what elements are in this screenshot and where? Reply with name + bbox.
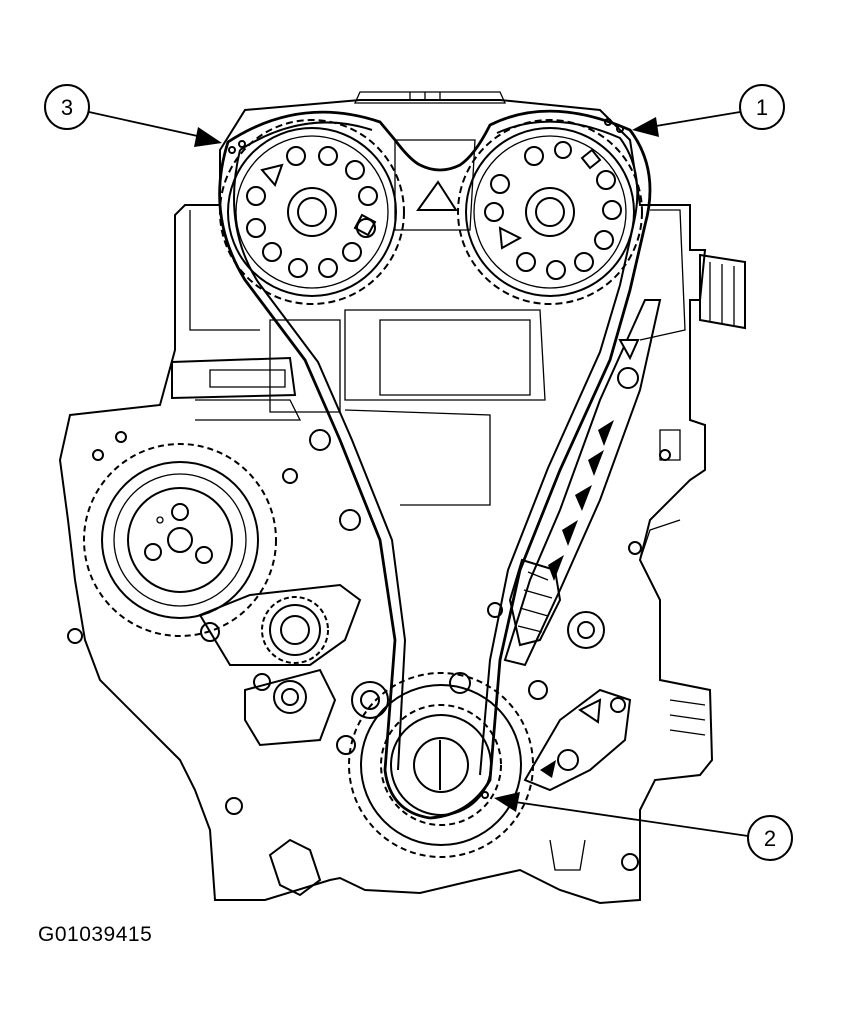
callout-3-circle xyxy=(44,84,90,130)
callout-2-circle xyxy=(747,815,793,861)
callout-2-label: 2 xyxy=(764,826,776,851)
callout-3-leader xyxy=(88,111,203,138)
callout-3: 3 xyxy=(44,84,246,154)
callout-2: 2 xyxy=(481,791,793,861)
callout-1-arrow xyxy=(632,117,659,137)
engine-block xyxy=(58,91,746,905)
timing-belt xyxy=(218,109,652,820)
callout-1: 1 xyxy=(604,84,785,137)
callout-3-arrow xyxy=(194,127,222,147)
figure-id: G01039415 xyxy=(38,923,153,946)
callout-1-leader xyxy=(649,111,741,128)
callout-1-circle xyxy=(739,84,785,130)
callout-3-label: 3 xyxy=(61,95,73,120)
belt-guide-rail xyxy=(503,299,662,792)
callout-1-label: 1 xyxy=(756,95,768,120)
left-camshaft-sprocket xyxy=(219,119,405,305)
water-pump-pulley xyxy=(83,443,277,637)
crankshaft-sprocket xyxy=(348,672,534,858)
idler-pulley xyxy=(244,611,605,755)
right-camshaft-sprocket xyxy=(457,119,643,305)
callout-2-arrow xyxy=(494,792,520,812)
tensioner-pulley xyxy=(198,583,362,666)
callout-2-leader xyxy=(514,801,749,837)
